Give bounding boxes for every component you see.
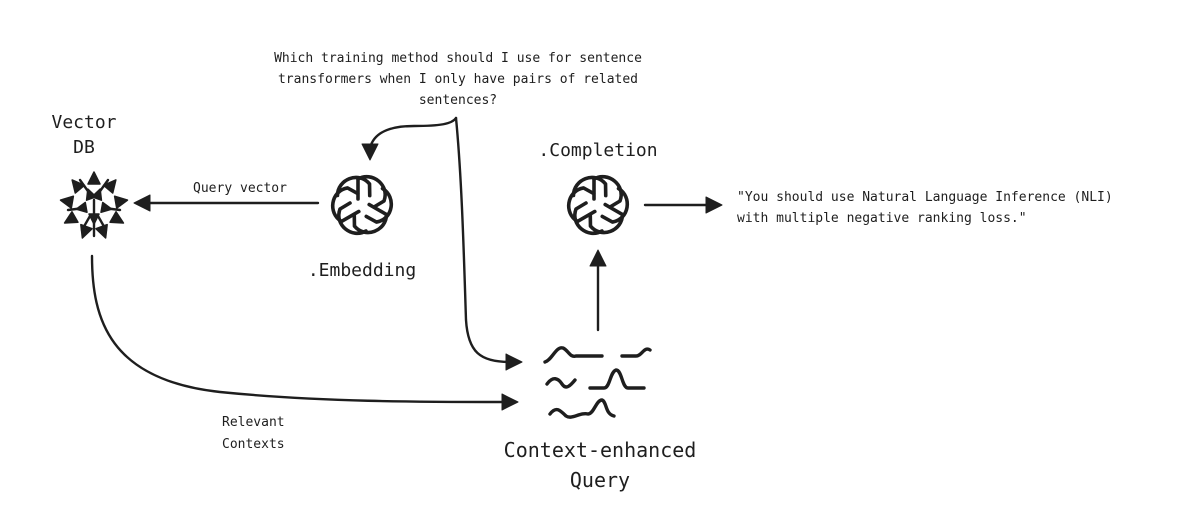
completion-logo-icon (560, 168, 636, 242)
answer-line-1: "You should use Natural Language Inferen… (737, 190, 1113, 205)
vector-db-label-line-1: Vector (51, 112, 116, 133)
relevant-contexts-line-1: Relevant (222, 415, 285, 430)
answer-text: "You should use Natural Language Inferen… (737, 190, 1113, 226)
arrow-question-to-context-query (454, 116, 523, 371)
question-text: Which training method should I use for s… (274, 51, 642, 108)
embedding-label: .Embedding (308, 260, 416, 281)
question-line-1: Which training method should I use for s… (274, 51, 642, 66)
answer-line-2: with multiple negative ranking loss." (737, 211, 1027, 226)
completion-label: .Completion (538, 140, 657, 161)
arrow-question-to-embedding (361, 116, 458, 161)
embedding-logo-icon (324, 168, 400, 242)
context-query-label: Context-enhanced Query (504, 438, 697, 492)
question-line-2: transformers when I only have pairs of r… (278, 72, 638, 87)
text-squiggle-icon (543, 346, 652, 419)
query-vector-label: Query vector (193, 181, 287, 196)
relevant-contexts-line-2: Contexts (222, 437, 285, 452)
arrow-completion-to-answer (643, 196, 723, 214)
arrow-context-query-to-completion (589, 249, 607, 332)
vector-db-label-line-2: DB (73, 137, 95, 158)
context-query-label-line-2: Query (570, 468, 630, 492)
context-query-label-line-1: Context-enhanced (504, 438, 697, 462)
question-line-3: sentences? (419, 93, 497, 108)
relevant-contexts-label: Relevant Contexts (222, 415, 285, 452)
arrow-embedding-to-vector-db (133, 194, 320, 212)
vector-db-label: Vector DB (51, 112, 116, 158)
arrow-vector-db-to-context-query (90, 254, 519, 411)
vector-db-icon (59, 171, 129, 239)
